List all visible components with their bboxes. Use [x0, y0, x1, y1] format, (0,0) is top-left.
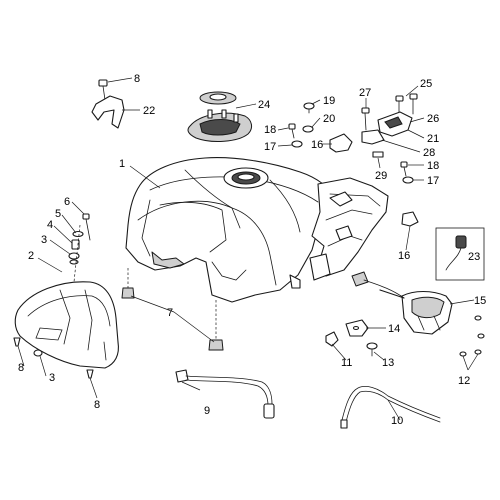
callout-23: 23 — [468, 251, 480, 263]
fuel-pump-15 — [351, 271, 453, 335]
callout-24: 24 — [258, 99, 270, 111]
callout-2: 2 — [28, 250, 34, 262]
callout-29: 29 — [375, 170, 387, 182]
grommet-3b — [33, 349, 43, 357]
fuel-hose-9 — [175, 369, 275, 419]
callout-16-lower: 16 — [398, 250, 410, 262]
bolt-8-top — [98, 79, 108, 101]
screw-13 — [366, 342, 378, 357]
callout-9: 9 — [204, 405, 210, 417]
callout-25: 25 — [420, 78, 432, 90]
washer-17b — [402, 176, 414, 184]
callout-8-left: 8 — [18, 362, 24, 374]
callout-12: 12 — [458, 375, 470, 387]
callout-26: 26 — [427, 113, 439, 125]
nut-20 — [302, 125, 314, 133]
rubber-mount-7a — [121, 287, 135, 299]
callout-16-upper: 16 — [311, 139, 323, 151]
grommet-3a-base — [69, 259, 79, 265]
bolt-6 — [82, 213, 91, 241]
screws-12 — [459, 315, 485, 357]
washer-5 — [72, 230, 84, 238]
bracket-21-insert — [384, 116, 403, 129]
callout-4: 4 — [47, 219, 53, 231]
nut-29 — [372, 151, 384, 158]
callout-14: 14 — [388, 323, 400, 335]
bolt-27 — [361, 107, 370, 131]
callout-21: 21 — [427, 133, 439, 145]
callout-15: 15 — [474, 295, 486, 307]
callout-3-lower: 3 — [49, 372, 55, 384]
callout-20: 20 — [323, 113, 335, 125]
callout-11: 11 — [341, 357, 352, 369]
clip-28 — [361, 129, 385, 145]
screw-8c — [86, 369, 94, 379]
callout-3-upper: 3 — [41, 234, 47, 246]
rubber-mount-7b — [208, 339, 224, 351]
fuel-tank — [125, 157, 336, 303]
screw-19 — [303, 102, 315, 114]
bolt-18a — [288, 123, 296, 139]
callout-8-bottom: 8 — [94, 399, 100, 411]
callout-13: 13 — [382, 357, 394, 369]
filler-cap-24 — [187, 91, 253, 142]
bolt-18b — [400, 161, 408, 177]
breather-pipe-10 — [340, 386, 441, 429]
callout-28: 28 — [423, 147, 435, 159]
sensor-box-23 — [435, 227, 485, 281]
callout-8-top: 8 — [134, 73, 140, 85]
screw-8b — [13, 337, 21, 347]
callout-10: 10 — [391, 415, 403, 427]
callout-18-right: 18 — [427, 160, 439, 172]
windscreen — [14, 281, 119, 369]
bolts-25 — [395, 93, 418, 117]
clip-11 — [325, 331, 339, 347]
callout-19: 19 — [323, 95, 335, 107]
callout-17-left: 17 — [264, 141, 276, 153]
callout-labels: 1 2 3 3 4 5 6 7 8 8 8 9 10 11 12 13 14 1… — [18, 73, 486, 427]
callout-7: 7 — [167, 307, 173, 319]
callout-22: 22 — [143, 105, 155, 117]
spacer-4 — [71, 239, 80, 250]
callout-18-left: 18 — [264, 124, 276, 136]
clip-16b — [401, 211, 419, 227]
callout-1: 1 — [119, 158, 125, 170]
leader-lines — [17, 77, 479, 421]
bracket-22 — [91, 95, 125, 129]
callout-17-right: 17 — [427, 175, 439, 187]
bracket-16a — [329, 133, 353, 153]
grommet-3a — [68, 252, 80, 260]
tank-support-frame — [309, 177, 389, 281]
washer-17a — [291, 140, 303, 148]
callout-27: 27 — [359, 87, 371, 99]
callout-6: 6 — [64, 196, 70, 208]
callout-5: 5 — [55, 208, 61, 220]
